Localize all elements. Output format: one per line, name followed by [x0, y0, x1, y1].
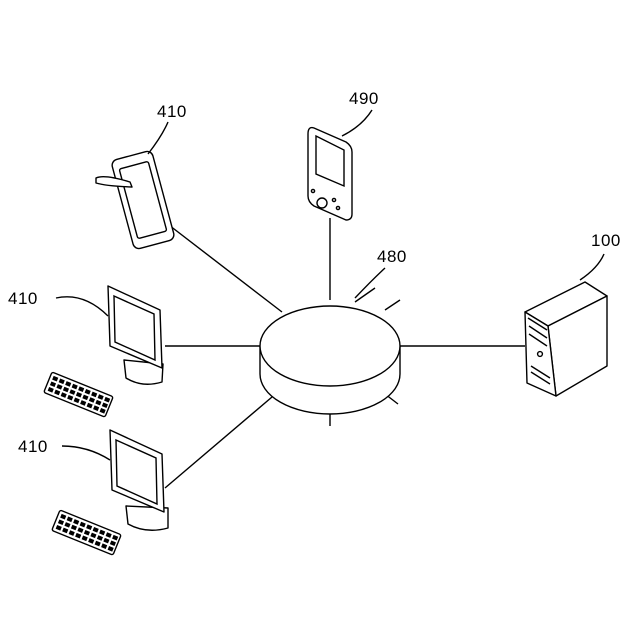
mobile-device-icon — [308, 128, 352, 220]
tablet-icon — [96, 150, 175, 250]
server-tower-icon — [525, 282, 607, 396]
network-hub-icon — [260, 288, 400, 426]
label-server: 100 — [591, 231, 621, 250]
desktop-computer-icon — [44, 286, 163, 417]
desktop-computer-icon — [52, 430, 168, 555]
link-tablet — [165, 222, 282, 312]
link-desktop-bottom — [165, 397, 272, 488]
label-tablet: 410 — [157, 102, 187, 121]
label-desktop-bottom: 410 — [18, 437, 48, 456]
label-desktop-top: 410 — [8, 289, 38, 308]
label-mobile: 490 — [349, 89, 379, 108]
label-network: 480 — [377, 247, 407, 266]
